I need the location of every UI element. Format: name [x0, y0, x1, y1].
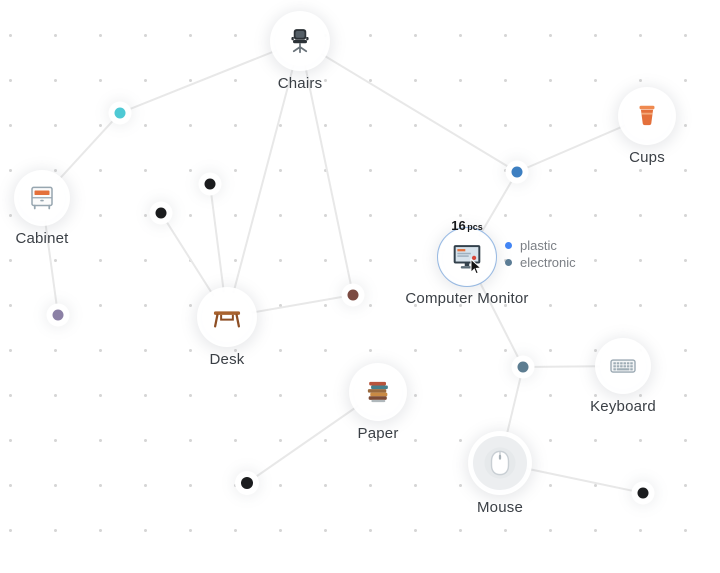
node-circle-chairs[interactable]	[275, 16, 325, 66]
selection-ring	[437, 227, 497, 287]
node-circle-monitor[interactable]	[443, 233, 491, 281]
badge-unit: pcs	[467, 222, 483, 232]
keyboard-icon	[608, 351, 638, 381]
dot-black-2[interactable]	[155, 207, 167, 219]
mouse-cursor-icon	[466, 257, 486, 282]
cup-icon	[633, 102, 661, 130]
dot-brown[interactable]	[347, 289, 359, 301]
chair-icon	[285, 26, 315, 56]
edge-chairs-dot-brown	[299, 40, 354, 296]
dot-black-1[interactable]	[204, 178, 216, 190]
mouse-icon	[483, 446, 517, 480]
dot-purple[interactable]	[52, 309, 64, 321]
legend-item-electronic: electronic	[505, 254, 576, 270]
dot-slate[interactable]	[517, 361, 529, 373]
node-label-mouse: Mouse	[476, 499, 524, 516]
badge-count: 16	[451, 218, 466, 233]
dot-teal[interactable]	[114, 107, 126, 119]
paper-icon	[362, 376, 394, 408]
legend-item-plastic: plastic	[505, 237, 576, 253]
edge-paper-dot-black-3	[246, 391, 379, 484]
legend-label: plastic	[520, 237, 557, 253]
dot-blue[interactable]	[511, 166, 523, 178]
node-label-desk: Desk	[209, 351, 245, 368]
edge-chairs-desk	[226, 40, 301, 318]
node-circle-paper[interactable]	[354, 368, 402, 416]
legend-label: electronic	[520, 254, 576, 270]
node-circle-mouse[interactable]	[473, 436, 527, 490]
node-circle-keyboard[interactable]	[600, 343, 646, 389]
node-label-chairs: Chairs	[277, 75, 323, 92]
node-label-paper: Paper	[357, 425, 399, 442]
node-circle-cups[interactable]	[623, 92, 671, 140]
dot-black-3[interactable]	[241, 477, 253, 489]
edge-chairs-dot-blue	[299, 40, 518, 173]
node-label-keyboard: Keyboard	[590, 398, 656, 415]
node-circle-cabinet[interactable]	[19, 175, 65, 221]
node-circle-desk[interactable]	[202, 292, 252, 342]
edge-chairs-dot-teal	[119, 40, 301, 114]
node-label-monitor: Computer Monitor	[405, 290, 529, 307]
dot-black-4[interactable]	[637, 487, 649, 499]
node-label-cabinet: Cabinet	[15, 230, 69, 247]
node-label-cups: Cups	[629, 149, 665, 166]
legend-color-dot	[505, 258, 512, 266]
monitor-icon	[450, 240, 484, 274]
legend-color-dot	[505, 241, 512, 249]
desk-icon	[211, 301, 243, 333]
cabinet-icon	[27, 183, 57, 213]
